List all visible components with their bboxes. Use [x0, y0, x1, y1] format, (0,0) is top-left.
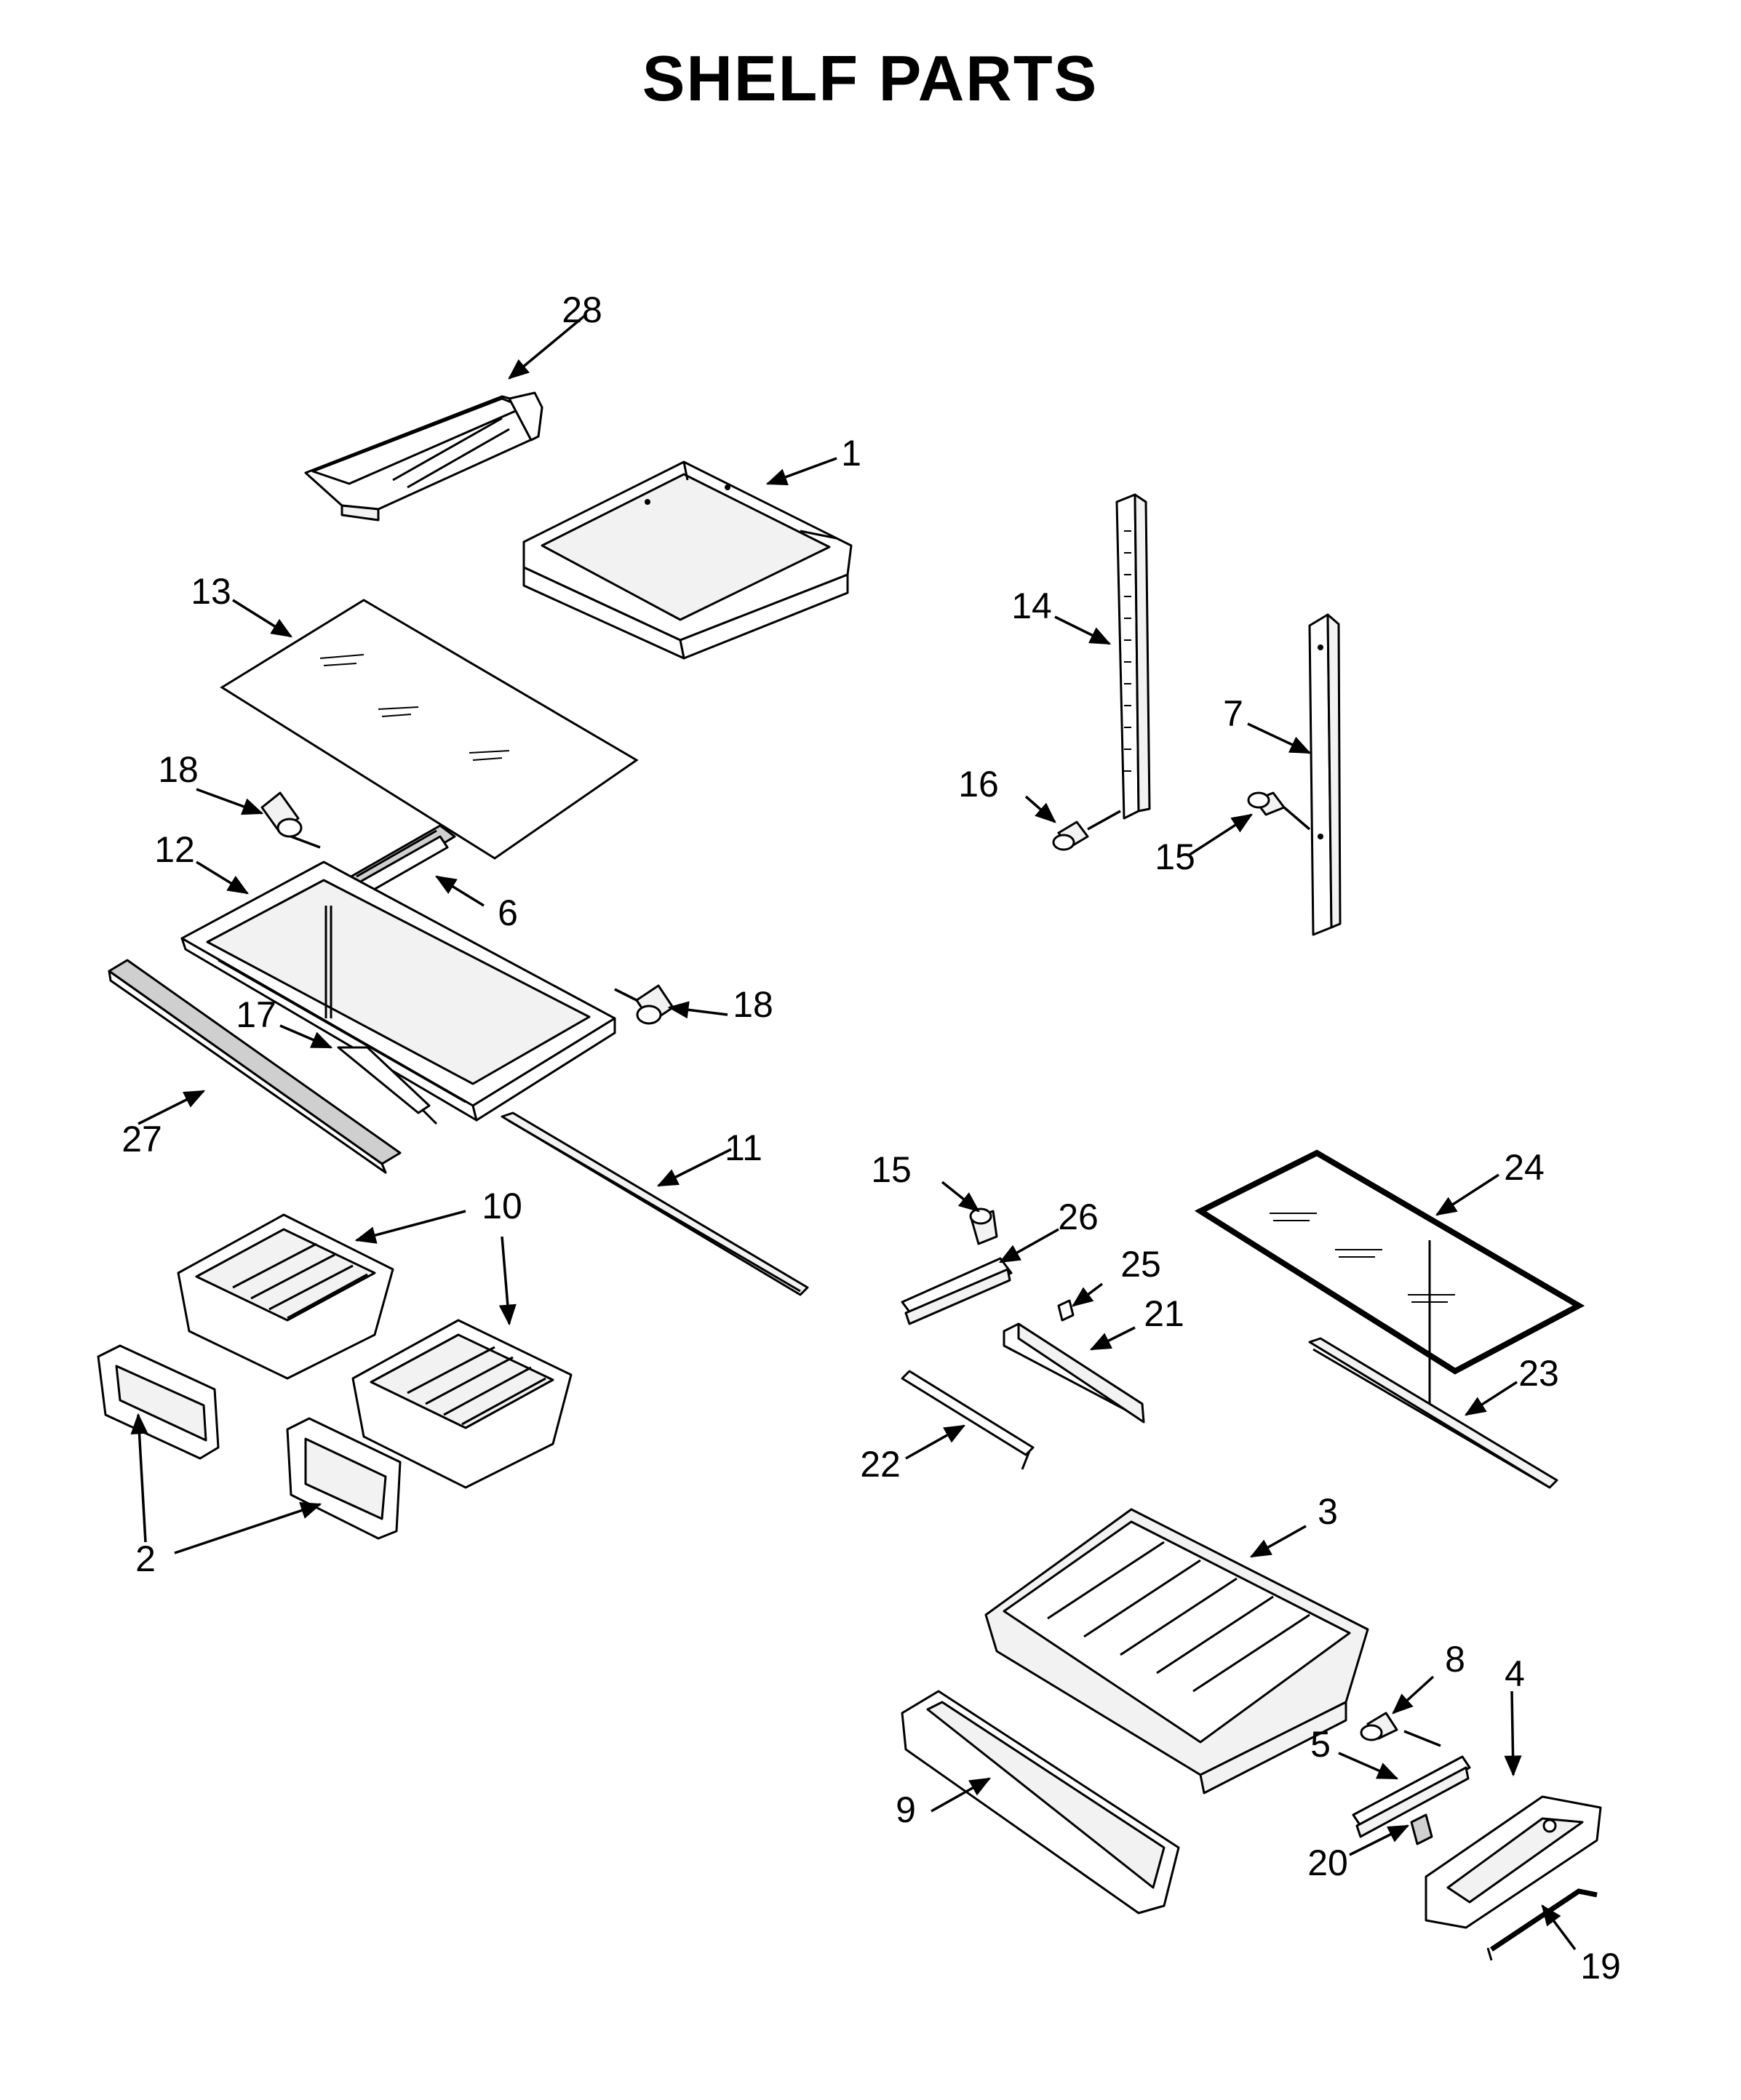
callout-28: 28: [562, 290, 602, 330]
callout-18-left: 18: [158, 749, 199, 790]
part-16-screw: [1052, 810, 1121, 851]
callout-14: 14: [1011, 586, 1052, 626]
part-15-screw-lower: [969, 1207, 998, 1245]
callout-9: 9: [896, 1789, 916, 1830]
part-10-drawer-right: [351, 1319, 573, 1489]
callout-1: 1: [841, 433, 861, 474]
part-17-clip: [337, 1046, 438, 1125]
callout-18-right: 18: [733, 984, 773, 1025]
diagram-title: SHELF PARTS: [642, 42, 1099, 114]
callout-15-lower: 15: [871, 1149, 912, 1190]
callout-17: 17: [236, 994, 276, 1035]
part-3-tray: [984, 1508, 1369, 1794]
callout-3: 3: [1318, 1491, 1338, 1532]
part-24-glass: [1194, 1149, 1585, 1415]
part-1-shelf-frame: [522, 460, 853, 660]
part-2-front-right: [286, 1417, 402, 1540]
part-7-bracket: [1308, 613, 1342, 936]
callout-21: 21: [1144, 1293, 1184, 1334]
callout-26: 26: [1058, 1197, 1099, 1237]
callout-2: 2: [135, 1538, 156, 1579]
part-18-cap-left: [260, 791, 321, 849]
callout-19: 19: [1580, 1946, 1621, 1987]
part-11-rail: [501, 1111, 809, 1296]
callout-27: 27: [121, 1119, 162, 1159]
part-26-bracket: [901, 1257, 1013, 1325]
part-14-bracket: [1115, 493, 1151, 820]
part-13-glass: [220, 599, 639, 860]
callout-24: 24: [1504, 1147, 1545, 1188]
part-28-bin: [304, 391, 543, 522]
callout-7: 7: [1223, 693, 1243, 734]
callout-5: 5: [1310, 1724, 1331, 1765]
part-4-slide-assembly: [1425, 1795, 1602, 1929]
callout-22: 22: [860, 1444, 901, 1485]
callout-23: 23: [1518, 1353, 1559, 1394]
callout-25: 25: [1120, 1244, 1161, 1285]
part-5-slide: [1352, 1755, 1471, 1838]
part-27-trim: [108, 959, 402, 1174]
callout-6: 6: [498, 893, 518, 933]
part-2-front-left: [97, 1344, 220, 1460]
callout-20: 20: [1307, 1843, 1348, 1883]
callout-16: 16: [958, 764, 999, 805]
part-19-bar: [1486, 1888, 1598, 1961]
callout-11: 11: [725, 1127, 762, 1168]
callout-13: 13: [191, 571, 231, 612]
part-12-frame: [180, 861, 616, 1122]
part-23-trim: [1308, 1337, 1558, 1489]
callout-leaders: [130, 314, 1577, 1951]
part-25-clip: [1057, 1299, 1075, 1322]
callout-8: 8: [1445, 1639, 1465, 1680]
part-15-screw-upper: [1247, 791, 1311, 831]
part-9-front: [901, 1690, 1180, 1915]
part-21-slide: [1003, 1322, 1145, 1424]
callout-4: 4: [1505, 1653, 1525, 1694]
part-10-drawer-left: [177, 1213, 394, 1380]
callout-labels: 28 1 13 14 7 16 15 18 12 6 18 17 27 11 1…: [121, 290, 1621, 1987]
callout-10: 10: [482, 1186, 522, 1226]
part-20-clip: [1410, 1813, 1433, 1845]
part-18-cap-right: [614, 984, 674, 1025]
callout-15-upper: 15: [1155, 837, 1195, 877]
callout-12: 12: [154, 829, 195, 870]
part-22-slide: [901, 1370, 1035, 1470]
part-8-screw: [1360, 1712, 1441, 1747]
